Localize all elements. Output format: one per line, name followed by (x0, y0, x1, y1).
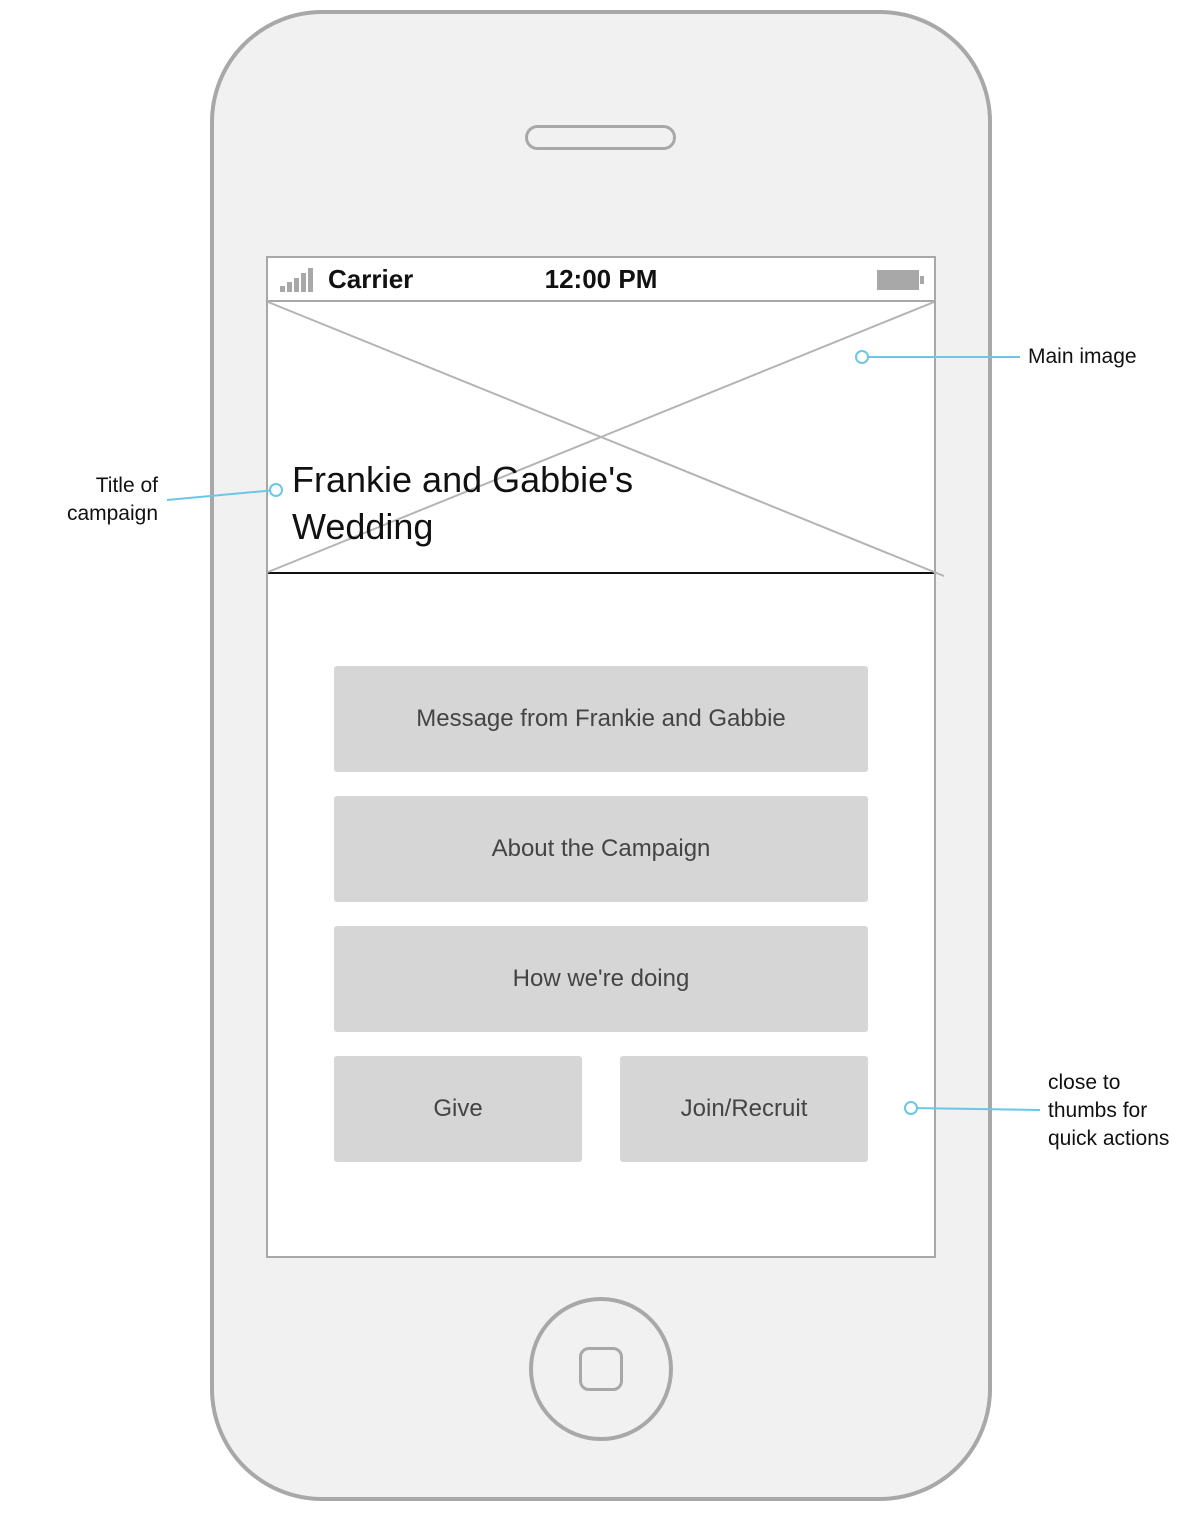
message-button[interactable]: Message from Frankie and Gabbie (334, 666, 868, 772)
phone-speaker (525, 125, 676, 150)
battery-icon (877, 270, 924, 290)
phone-screen: Carrier 12:00 PM Frankie and Gabbie's We… (266, 256, 945, 1258)
campaign-title: Frankie and Gabbie's Wedding (292, 459, 634, 547)
home-square-icon (579, 1347, 623, 1391)
how-were-doing-button[interactable]: How we're doing (334, 926, 868, 1032)
signal-strength-icon (280, 268, 322, 292)
main-image-annotation: Main image (1028, 345, 1137, 368)
title-annotation: Title of campaign (66, 474, 158, 525)
status-time: 12:00 PM (544, 264, 658, 294)
quick-actions-annotation: close to thumbs for quick actions (1048, 1071, 1170, 1150)
home-button[interactable] (529, 1297, 673, 1441)
carrier-label: Carrier (328, 264, 414, 294)
join-recruit-button[interactable]: Join/Recruit (620, 1056, 868, 1162)
image-placeholder-cross-icon (267, 301, 945, 577)
main-image-placeholder: Frankie and Gabbie's Wedding (267, 301, 945, 577)
status-bar: Carrier 12:00 PM (268, 258, 934, 302)
about-campaign-button[interactable]: About the Campaign (334, 796, 868, 902)
give-button[interactable]: Give (334, 1056, 582, 1162)
